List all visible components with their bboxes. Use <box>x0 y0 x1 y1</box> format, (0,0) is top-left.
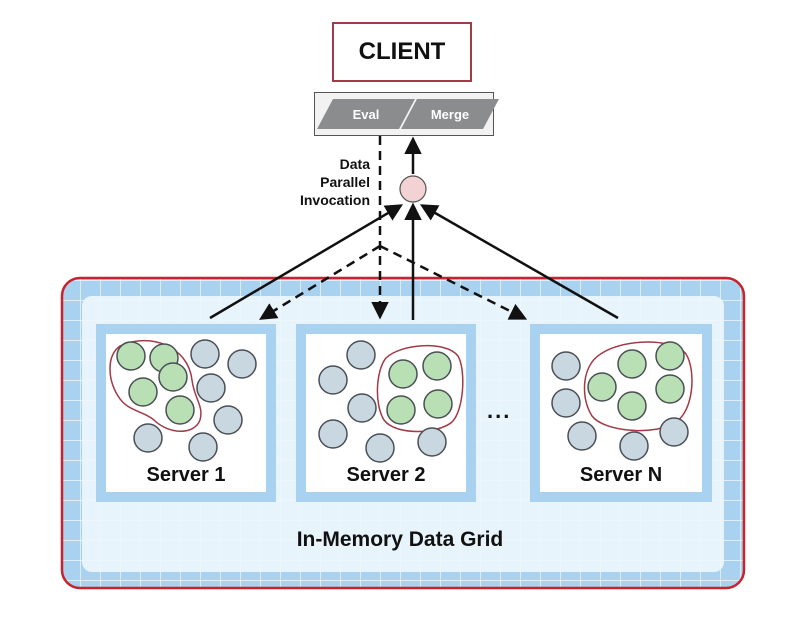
server-2-nodes <box>318 340 453 463</box>
client-box: CLIENT <box>332 22 472 82</box>
operations-bar: Eval Merge <box>314 92 494 136</box>
server-n-nodes <box>551 341 689 461</box>
server-1-partition-outline <box>109 339 202 432</box>
merge-node <box>399 175 427 203</box>
server-2-partition-outline <box>376 345 464 433</box>
server-1-nodes <box>116 339 257 462</box>
server-2-label: Server 2 <box>346 464 426 486</box>
eval-label: Eval <box>352 106 380 122</box>
eval-operation: Eval <box>325 99 407 129</box>
result-arrows <box>209 136 619 320</box>
invocation-arrows <box>259 136 528 320</box>
more-servers-ellipsis: ... <box>487 398 512 423</box>
invocation-line-2: Parallel <box>320 174 370 190</box>
merge-label: Merge <box>430 106 470 122</box>
server-n-label: Server N <box>579 464 663 486</box>
server-1-label: Server 1 <box>146 464 226 486</box>
invocation-label: Data Parallel Invocation <box>290 155 370 209</box>
data-grid-label: In-Memory Data Grid <box>296 528 504 551</box>
merge-operation: Merge <box>409 99 491 129</box>
invocation-line-1: Data <box>339 156 370 172</box>
client-label: CLIENT <box>358 38 446 65</box>
invocation-line-3: Invocation <box>299 192 370 208</box>
